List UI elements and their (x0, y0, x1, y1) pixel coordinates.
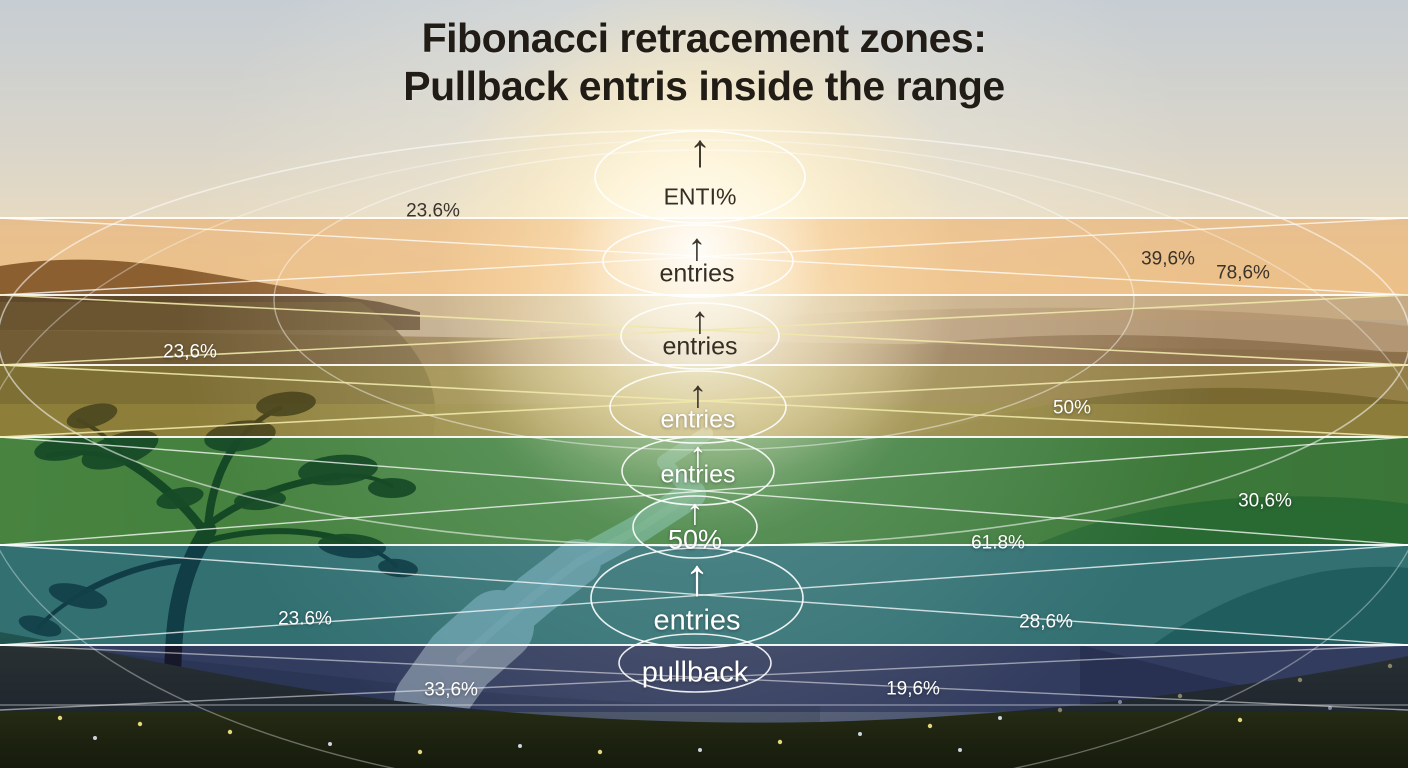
marker-label-50pct: 50% (667, 524, 723, 555)
meadow-flowers (57, 663, 1393, 755)
marker-label-entries-4: entries (660, 460, 736, 489)
up-arrow-icon: ↑ (684, 549, 710, 607)
up-arrow-icon: ↑ (689, 434, 707, 475)
percent-label: 23.6% (278, 608, 332, 630)
marker-label-entries-1: entries (659, 259, 735, 288)
percent-label: 78,6% (1216, 262, 1270, 284)
percent-label: 33,6% (424, 679, 478, 701)
title-line-1: Fibonacci retracement zones: (421, 15, 987, 61)
percent-label: 28,6% (1019, 611, 1073, 633)
marker-label-entries-3: entries (660, 405, 736, 434)
up-arrow-icon: ↑ (686, 491, 704, 532)
marker-label-entries-2: entries (662, 332, 738, 361)
marker-label-pullback: pullback (641, 656, 749, 689)
percent-label: 19,6% (886, 678, 940, 700)
up-arrow-icon: ↑ (687, 227, 707, 269)
percent-label: 23,6% (163, 341, 217, 363)
image-title: Fibonacci retracement zones: Pullback en… (403, 14, 1005, 111)
title-line-2: Pullback entris inside the range (403, 63, 1005, 110)
up-arrow-icon: ↑ (688, 374, 708, 416)
up-arrow-icon: ↑ (690, 300, 710, 342)
percent-label: 61.8% (971, 532, 1025, 554)
percent-label: 39,6% (1141, 248, 1195, 270)
marker-label-enti: ENTI% (663, 183, 737, 210)
percent-label: 50% (1052, 397, 1092, 419)
up-arrow-icon: ↑ (688, 124, 712, 176)
percent-label: 23.6% (406, 200, 460, 222)
marker-label-entries-5: entries (653, 604, 741, 637)
percent-label: 30,6% (1238, 490, 1292, 512)
